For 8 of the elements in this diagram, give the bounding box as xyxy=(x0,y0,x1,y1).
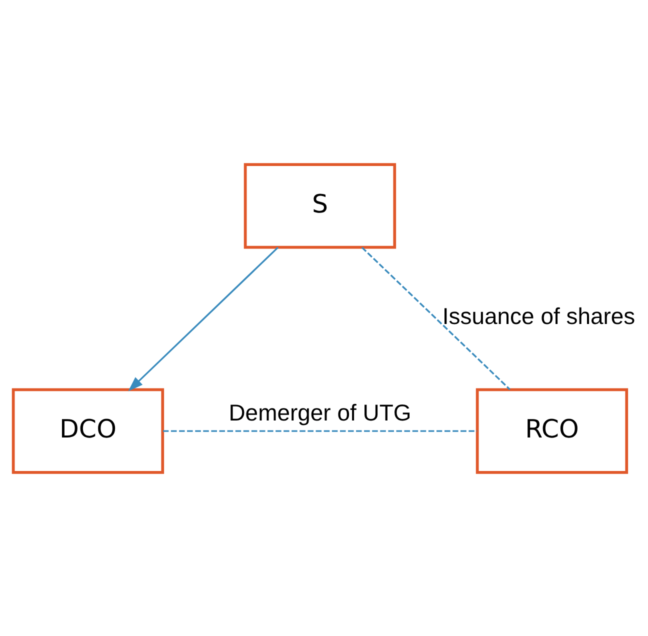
edge-label: Demerger of UTG xyxy=(228,399,412,426)
connector xyxy=(163,430,478,432)
connector xyxy=(361,246,510,390)
node-box: DCO xyxy=(12,388,164,474)
node-box: RCO xyxy=(476,388,628,474)
node-box: S xyxy=(244,162,396,248)
edge-label: Issuance of shares xyxy=(442,302,636,329)
arrow xyxy=(128,246,279,391)
